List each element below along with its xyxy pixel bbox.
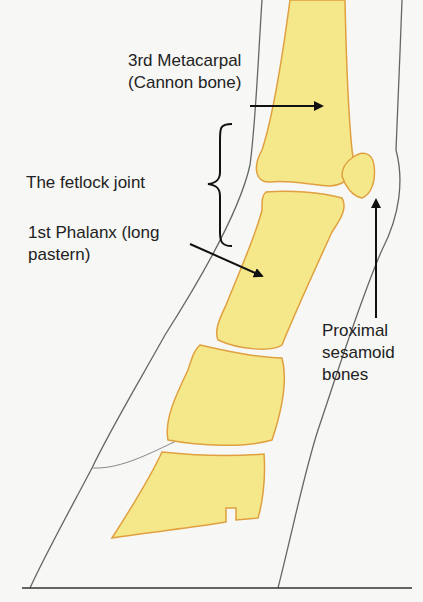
coffin-bone xyxy=(112,452,265,538)
part-label: Proximal sesamoid bones xyxy=(322,320,412,386)
ground-line xyxy=(22,587,412,589)
part-label: 1st Phalanx (long pastern) xyxy=(28,222,178,266)
leader-arrow xyxy=(250,105,322,107)
leader-arrow xyxy=(190,244,262,276)
cannon-bone xyxy=(256,0,353,186)
sesamoid-bone xyxy=(342,153,375,198)
leader-arrow xyxy=(375,200,377,318)
part-label: The fetlock joint xyxy=(26,172,196,194)
short-pastern xyxy=(167,345,284,445)
part-label: 3rd Metacarpal (Cannon bone) xyxy=(128,50,278,94)
bracket xyxy=(208,124,232,246)
